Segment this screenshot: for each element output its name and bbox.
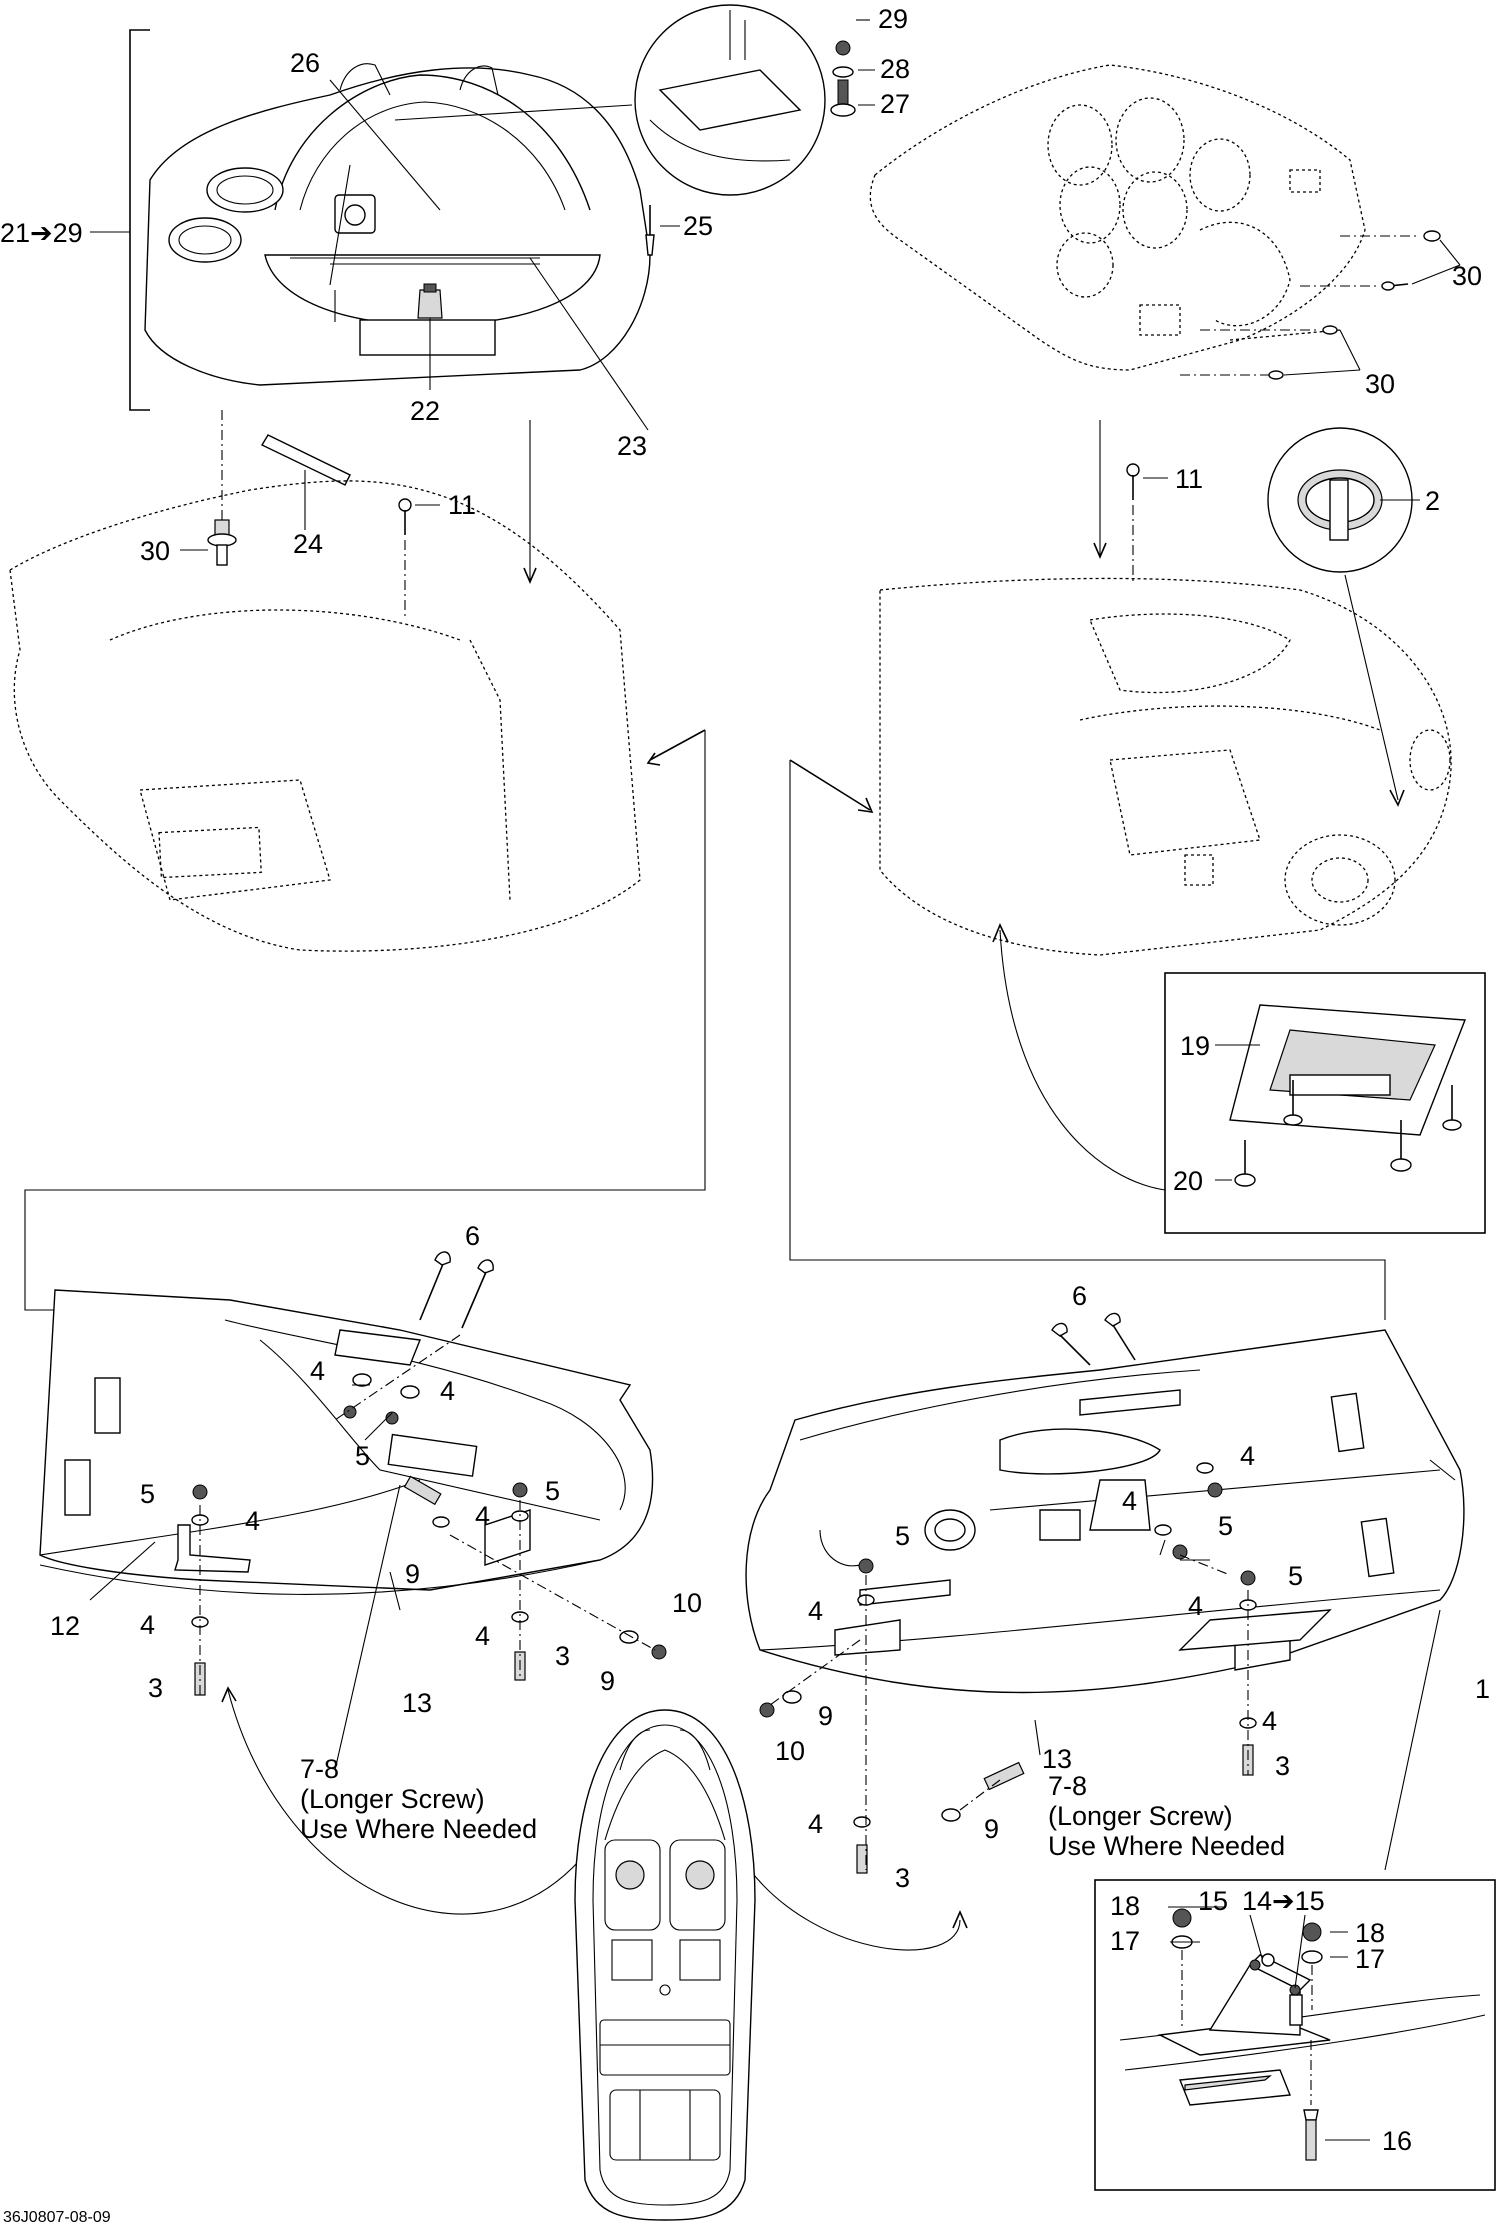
callout-5-right-b: 5 — [1218, 1511, 1233, 1541]
callout-4-left-a: 4 — [310, 1356, 325, 1386]
note-left-line2: Use Where Needed — [300, 1814, 537, 1844]
callout-24: 24 — [293, 529, 323, 559]
callout-23: 23 — [617, 431, 647, 461]
detail-box-14-18 — [1094, 1879, 1496, 2191]
boat-top-view — [574, 1709, 756, 2221]
callout-29-top: 29 — [878, 4, 908, 34]
callout-labels: 21➔29 26 29 28 27 25 22 23 24 30 11 30 3… — [0, 4, 1490, 2156]
callout-10-left: 10 — [672, 1588, 702, 1618]
left-side-panel — [39, 1251, 667, 1915]
callout-27: 27 — [880, 89, 910, 119]
callout-4-right-d: 4 — [1188, 1591, 1203, 1621]
callout-3-left-a: 3 — [148, 1673, 163, 1703]
callout-28: 28 — [880, 54, 910, 84]
callout-15: 15 — [1198, 1886, 1228, 1916]
callout-4-right-b: 4 — [1122, 1486, 1137, 1516]
callout-6-left: 6 — [465, 1221, 480, 1251]
callout-12: 12 — [50, 1611, 80, 1641]
reference-code: 36J0807-08-09 — [3, 2209, 111, 2226]
callout-17-left: 17 — [1110, 1926, 1140, 1956]
callout-7-8-right: 7-8 — [1048, 1771, 1087, 1801]
left-deck-dashed — [9, 480, 706, 952]
zoom-detail-circle — [394, 4, 875, 196]
callout-4-left-b: 4 — [440, 1376, 455, 1406]
callout-11-right: 11 — [1175, 464, 1203, 494]
note-left-part: 7-8 — [300, 1754, 339, 1784]
callout-26: 26 — [290, 48, 320, 78]
callout-4-left-d: 4 — [475, 1501, 490, 1531]
callout-3-right-b: 3 — [895, 1863, 910, 1893]
callout-5-left-a: 5 — [355, 1441, 370, 1471]
callout-20: 20 — [1173, 1166, 1203, 1196]
callout-21-29: 21➔29 — [0, 218, 83, 248]
right-deck-dashed — [789, 577, 1452, 1191]
callout-9-left-a: 9 — [405, 1559, 420, 1589]
callout-3-left-b: 3 — [555, 1641, 570, 1671]
longer-screw-note-left: 7-8 (Longer Screw) Use Where Needed — [300, 1754, 537, 1844]
screw-30-left — [180, 519, 237, 566]
instrument-cluster — [869, 64, 1461, 560]
callout-13-left: 13 — [402, 1688, 432, 1718]
callout-17-right: 17 — [1355, 1944, 1385, 1974]
callout-5-left-c: 5 — [545, 1476, 560, 1506]
callout-19: 19 — [1180, 1031, 1210, 1061]
callout-18-left: 18 — [1110, 1891, 1140, 1921]
detail-box-19-20 — [1164, 972, 1486, 1234]
callout-22: 22 — [410, 396, 440, 426]
callout-30-right-top: 30 — [1452, 261, 1482, 291]
callout-4-right-c: 4 — [808, 1596, 823, 1626]
callout-6-right: 6 — [1072, 1281, 1087, 1311]
callout-4-right-f: 4 — [808, 1809, 823, 1839]
note-right-line2: Use Where Needed — [1048, 1831, 1285, 1861]
trim-strip-24 — [261, 434, 351, 530]
right-side-panel — [745, 1312, 1465, 1951]
callout-9-right-b: 9 — [984, 1814, 999, 1844]
callout-16: 16 — [1382, 2126, 1412, 2156]
longer-screw-note-right: (Longer Screw) Use Where Needed — [1048, 1801, 1285, 1861]
callout-13-right: 13 — [1042, 1744, 1072, 1774]
callout-18-right: 18 — [1355, 1918, 1385, 1948]
callout-5-left-b: 5 — [140, 1479, 155, 1509]
callout-25: 25 — [683, 211, 713, 241]
callout-2: 2 — [1425, 486, 1440, 516]
callout-11-left: 11 — [448, 490, 476, 520]
callout-1: 1 — [1475, 1674, 1490, 1704]
callout-30-left: 30 — [140, 536, 170, 566]
screw-25 — [645, 205, 680, 256]
callout-4-left-e: 4 — [140, 1610, 155, 1640]
screw-11-right — [1126, 463, 1168, 585]
callout-4-left-f: 4 — [475, 1621, 490, 1651]
callout-4-right-e: 4 — [1262, 1706, 1277, 1736]
callout-9-right-a: 9 — [818, 1701, 833, 1731]
callout-30-right-bottom: 30 — [1365, 369, 1395, 399]
note-left-line1: (Longer Screw) — [300, 1784, 485, 1814]
callout-5-right-c: 5 — [1288, 1561, 1303, 1591]
callout-4-left-c: 4 — [245, 1506, 260, 1536]
callout-4-right-a: 4 — [1240, 1441, 1255, 1471]
screw-11-left — [398, 498, 440, 620]
note-right-line1: (Longer Screw) — [1048, 1801, 1233, 1831]
callout-10-right: 10 — [775, 1736, 805, 1766]
callout-3-right-a: 3 — [1275, 1751, 1290, 1781]
key-switch-detail — [1267, 427, 1420, 807]
console-assembly — [90, 29, 651, 585]
callout-5-right-a: 5 — [895, 1521, 910, 1551]
callout-9-left-b: 9 — [600, 1666, 615, 1696]
callout-14-15: 14➔15 — [1242, 1886, 1325, 1916]
connector-lines — [24, 730, 1386, 1320]
